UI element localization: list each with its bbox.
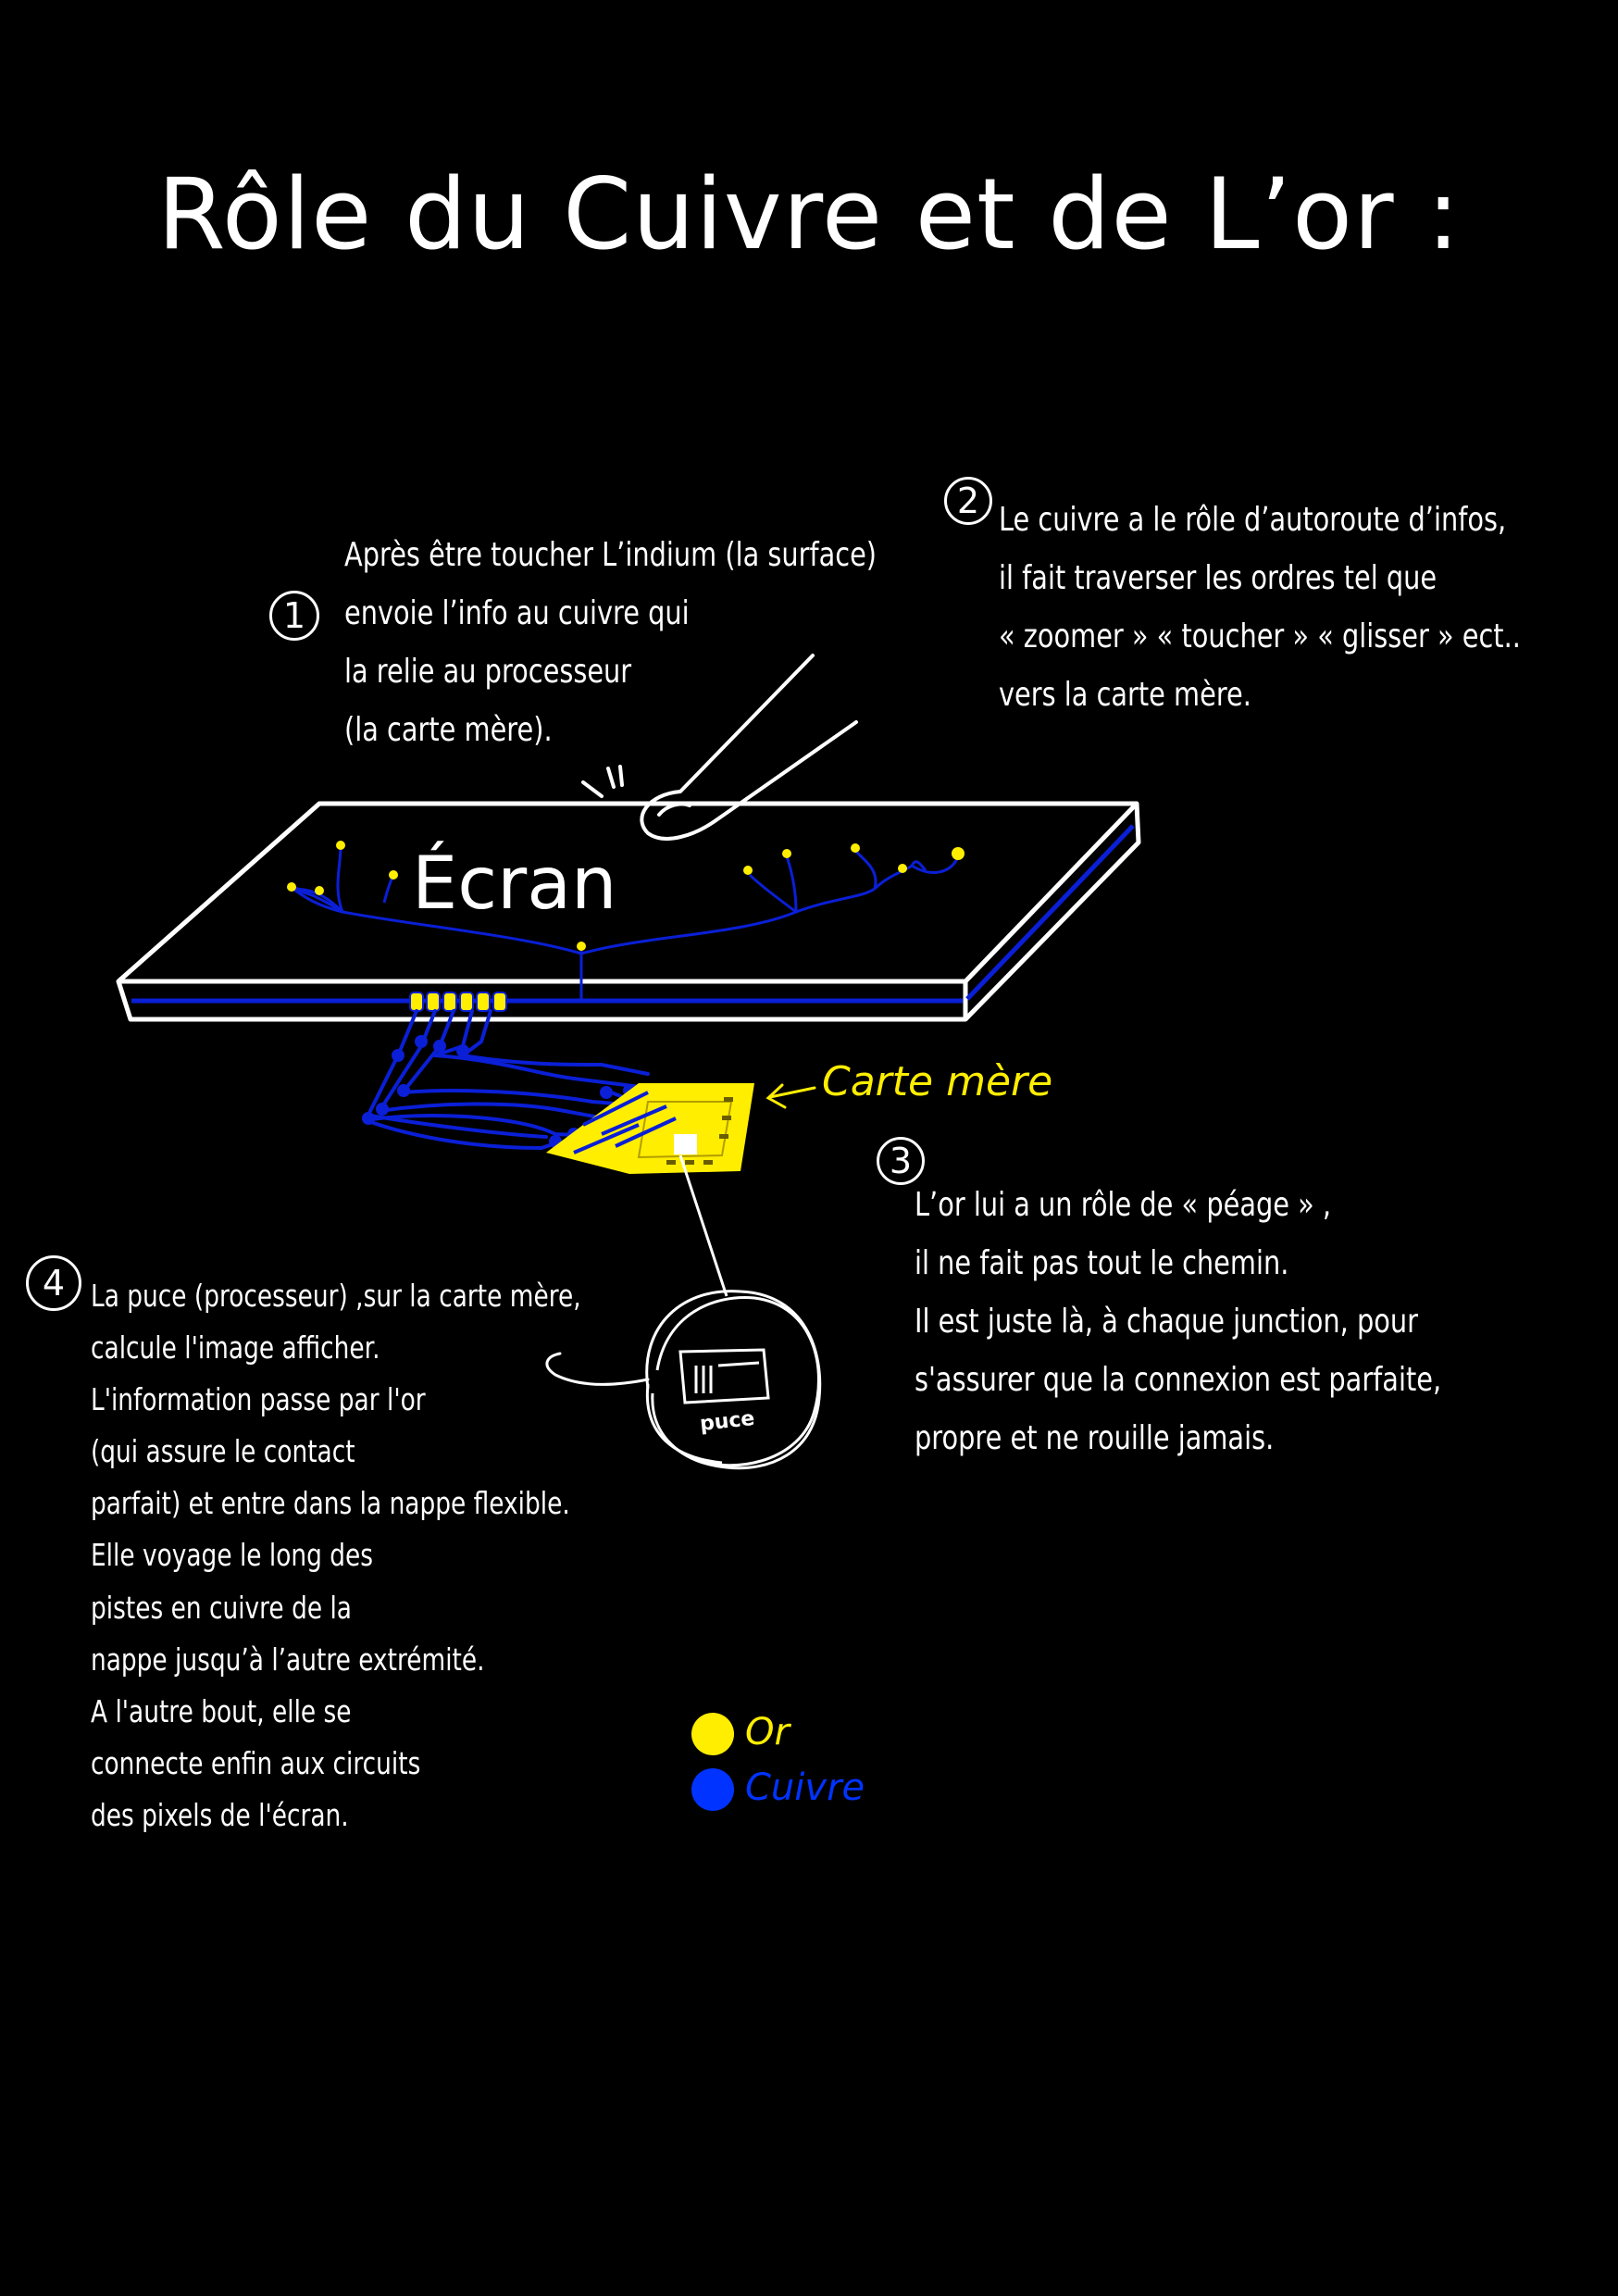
step-3-line: L’or lui a un rôle de « péage » , bbox=[915, 1186, 1332, 1224]
step-3-text: L’or lui a un rôle de « péage » , il ne … bbox=[915, 1176, 1441, 1467]
step-1-line: (la carte mère). bbox=[344, 711, 553, 749]
chip-zoom-circle bbox=[645, 1290, 822, 1470]
legend-gold-label: Or bbox=[745, 1711, 790, 1753]
legend: Or Cuivre bbox=[691, 1711, 895, 1824]
step-4-line: (qui assure le contact bbox=[91, 1433, 355, 1470]
step-3-line: s'assurer que la connexion est parfaite, bbox=[915, 1361, 1442, 1399]
finger-icon bbox=[581, 654, 858, 841]
copper-flex-cable bbox=[364, 1009, 652, 1151]
circle-pointer-arrow bbox=[545, 1352, 650, 1386]
step-4-line: nappe jusqu’à l’autre extrémité. bbox=[91, 1641, 485, 1678]
gold-connector-pads bbox=[409, 992, 507, 1012]
screen-slab bbox=[116, 801, 1141, 1022]
motherboard bbox=[546, 1083, 754, 1174]
step-2-text: Le cuivre a le rôle d’autoroute d’infos,… bbox=[999, 491, 1521, 724]
step-1-line: Après être toucher L’indium (la surface) bbox=[344, 536, 877, 574]
step-4-line: parfait) et entre dans la nappe flexible… bbox=[91, 1485, 570, 1522]
step-2-line: « zoomer » « toucher » « glisser » ect.. bbox=[999, 618, 1521, 655]
step-2-number: 2 bbox=[944, 477, 992, 525]
step-4-line: L'information passe par l'or bbox=[91, 1381, 426, 1418]
step-1-text: Après être toucher L’indium (la surface)… bbox=[344, 526, 877, 759]
step-4-line: connecte enfin aux circuits bbox=[91, 1744, 421, 1781]
page-title: Rôle du Cuivre et de L’or : bbox=[156, 157, 1462, 271]
step-4-line: A l'autre bout, elle se bbox=[91, 1692, 352, 1729]
step-4-line: Elle voyage le long des bbox=[91, 1537, 374, 1574]
step-4-line: La puce (processeur) ,sur la carte mère, bbox=[91, 1278, 581, 1314]
step-4-line: calcule l'image afficher. bbox=[91, 1329, 380, 1366]
step-3-line: Il est juste là, à chaque junction, pour bbox=[915, 1303, 1418, 1341]
step-1-line: la relie au processeur bbox=[344, 653, 632, 691]
screen-gold-nodes bbox=[287, 841, 965, 951]
step-4-line: des pixels de l'écran. bbox=[91, 1796, 349, 1833]
step-3-number: 3 bbox=[877, 1137, 925, 1185]
step-2-line: il fait traverser les ordres tel que bbox=[999, 559, 1438, 597]
step-3-line: il ne fait pas tout le chemin. bbox=[915, 1244, 1289, 1282]
chip-icon bbox=[674, 1134, 697, 1154]
step-2-line: vers la carte mère. bbox=[999, 676, 1251, 714]
screen-copper-circuits bbox=[286, 846, 960, 1001]
step-4-number: 4 bbox=[26, 1255, 81, 1311]
step-1-number: 1 bbox=[269, 591, 319, 641]
motherboard-label: Carte mère bbox=[822, 1058, 1053, 1105]
step-3-line: propre et ne rouille jamais. bbox=[915, 1419, 1275, 1457]
step-1-line: envoie l’info au cuivre qui bbox=[344, 594, 690, 632]
step-2-line: Le cuivre a le rôle d’autoroute d’infos, bbox=[999, 501, 1507, 539]
legend-gold-dot bbox=[691, 1713, 734, 1755]
step-4-line: pistes en cuivre de la bbox=[91, 1589, 352, 1626]
legend-copper-label: Cuivre bbox=[745, 1766, 865, 1809]
step-4-text: La puce (processeur) ,sur la carte mère,… bbox=[91, 1270, 581, 1841]
motherboard-pointer-arrow bbox=[765, 1083, 816, 1109]
screen-label: Écran bbox=[412, 842, 617, 926]
legend-copper-dot bbox=[691, 1768, 734, 1811]
chip-zoom-line bbox=[678, 1154, 728, 1297]
copper-edge bbox=[131, 824, 1135, 1004]
